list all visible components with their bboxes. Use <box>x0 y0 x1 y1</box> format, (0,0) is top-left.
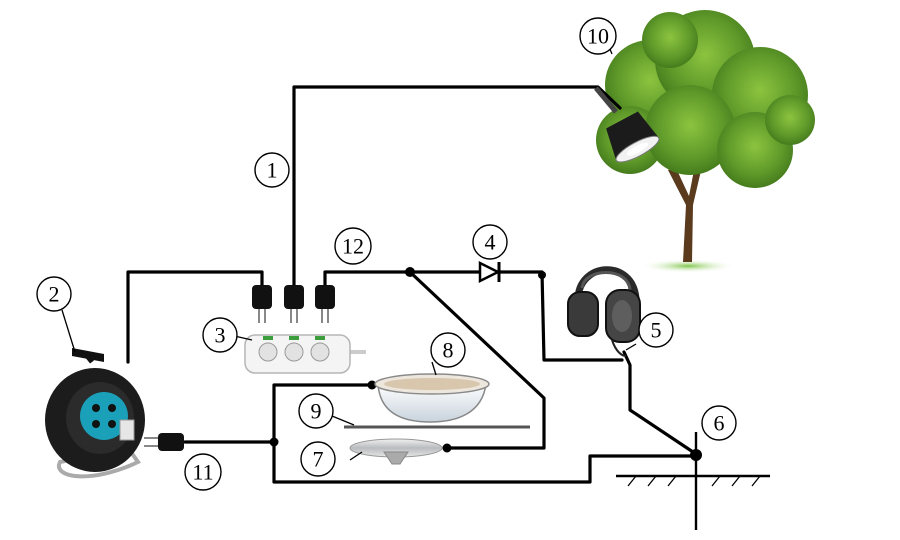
bowl-icon <box>374 373 490 423</box>
svg-text:9: 9 <box>311 399 322 424</box>
svg-text:11: 11 <box>192 460 213 485</box>
svg-text:8: 8 <box>443 338 454 363</box>
cable-reel-icon <box>45 348 145 479</box>
svg-text:2: 2 <box>49 282 60 307</box>
callout-7: 7 <box>300 441 336 477</box>
lamp-icon <box>594 86 660 163</box>
wire-headphones-ground <box>622 350 698 456</box>
dish-icon <box>349 438 443 465</box>
callout-5: 5 <box>638 312 674 348</box>
ground-icon <box>616 432 770 530</box>
callout-4: 4 <box>472 224 508 260</box>
leader-lines <box>61 41 637 461</box>
wire-bowl-ground <box>272 383 698 484</box>
wire-plug-diode <box>323 270 482 287</box>
callout-9: 9 <box>298 393 334 429</box>
callout-10: 10 <box>579 17 617 55</box>
svg-text:6: 6 <box>714 411 725 436</box>
plug-icon <box>315 285 335 323</box>
svg-text:7: 7 <box>313 447 324 472</box>
callout-3: 3 <box>202 317 238 353</box>
plug-icon <box>284 285 304 323</box>
wire-lamp <box>292 85 622 287</box>
svg-text:12: 12 <box>342 234 364 259</box>
svg-text:10: 10 <box>587 24 609 49</box>
diode-icon <box>478 260 501 284</box>
svg-text:4: 4 <box>485 230 496 255</box>
callout-2: 2 <box>36 276 72 312</box>
headphones-icon <box>567 266 641 357</box>
power-strip-icon <box>244 334 366 374</box>
wire-diode-headphones <box>498 270 624 362</box>
wires <box>126 85 702 484</box>
callout-1: 1 <box>254 152 290 188</box>
callout-6: 6 <box>701 405 737 441</box>
wire-reel-plug <box>126 270 264 364</box>
svg-text:5: 5 <box>651 318 662 343</box>
callout-11: 11 <box>184 453 222 491</box>
tree-icon <box>596 10 815 273</box>
callout-12: 12 <box>334 227 372 265</box>
wire-junction-dish <box>408 270 546 450</box>
callout-8: 8 <box>430 332 466 368</box>
plug-icon <box>252 285 272 323</box>
svg-text:3: 3 <box>215 323 226 348</box>
plug-icon <box>144 433 184 451</box>
svg-text:1: 1 <box>267 158 278 183</box>
